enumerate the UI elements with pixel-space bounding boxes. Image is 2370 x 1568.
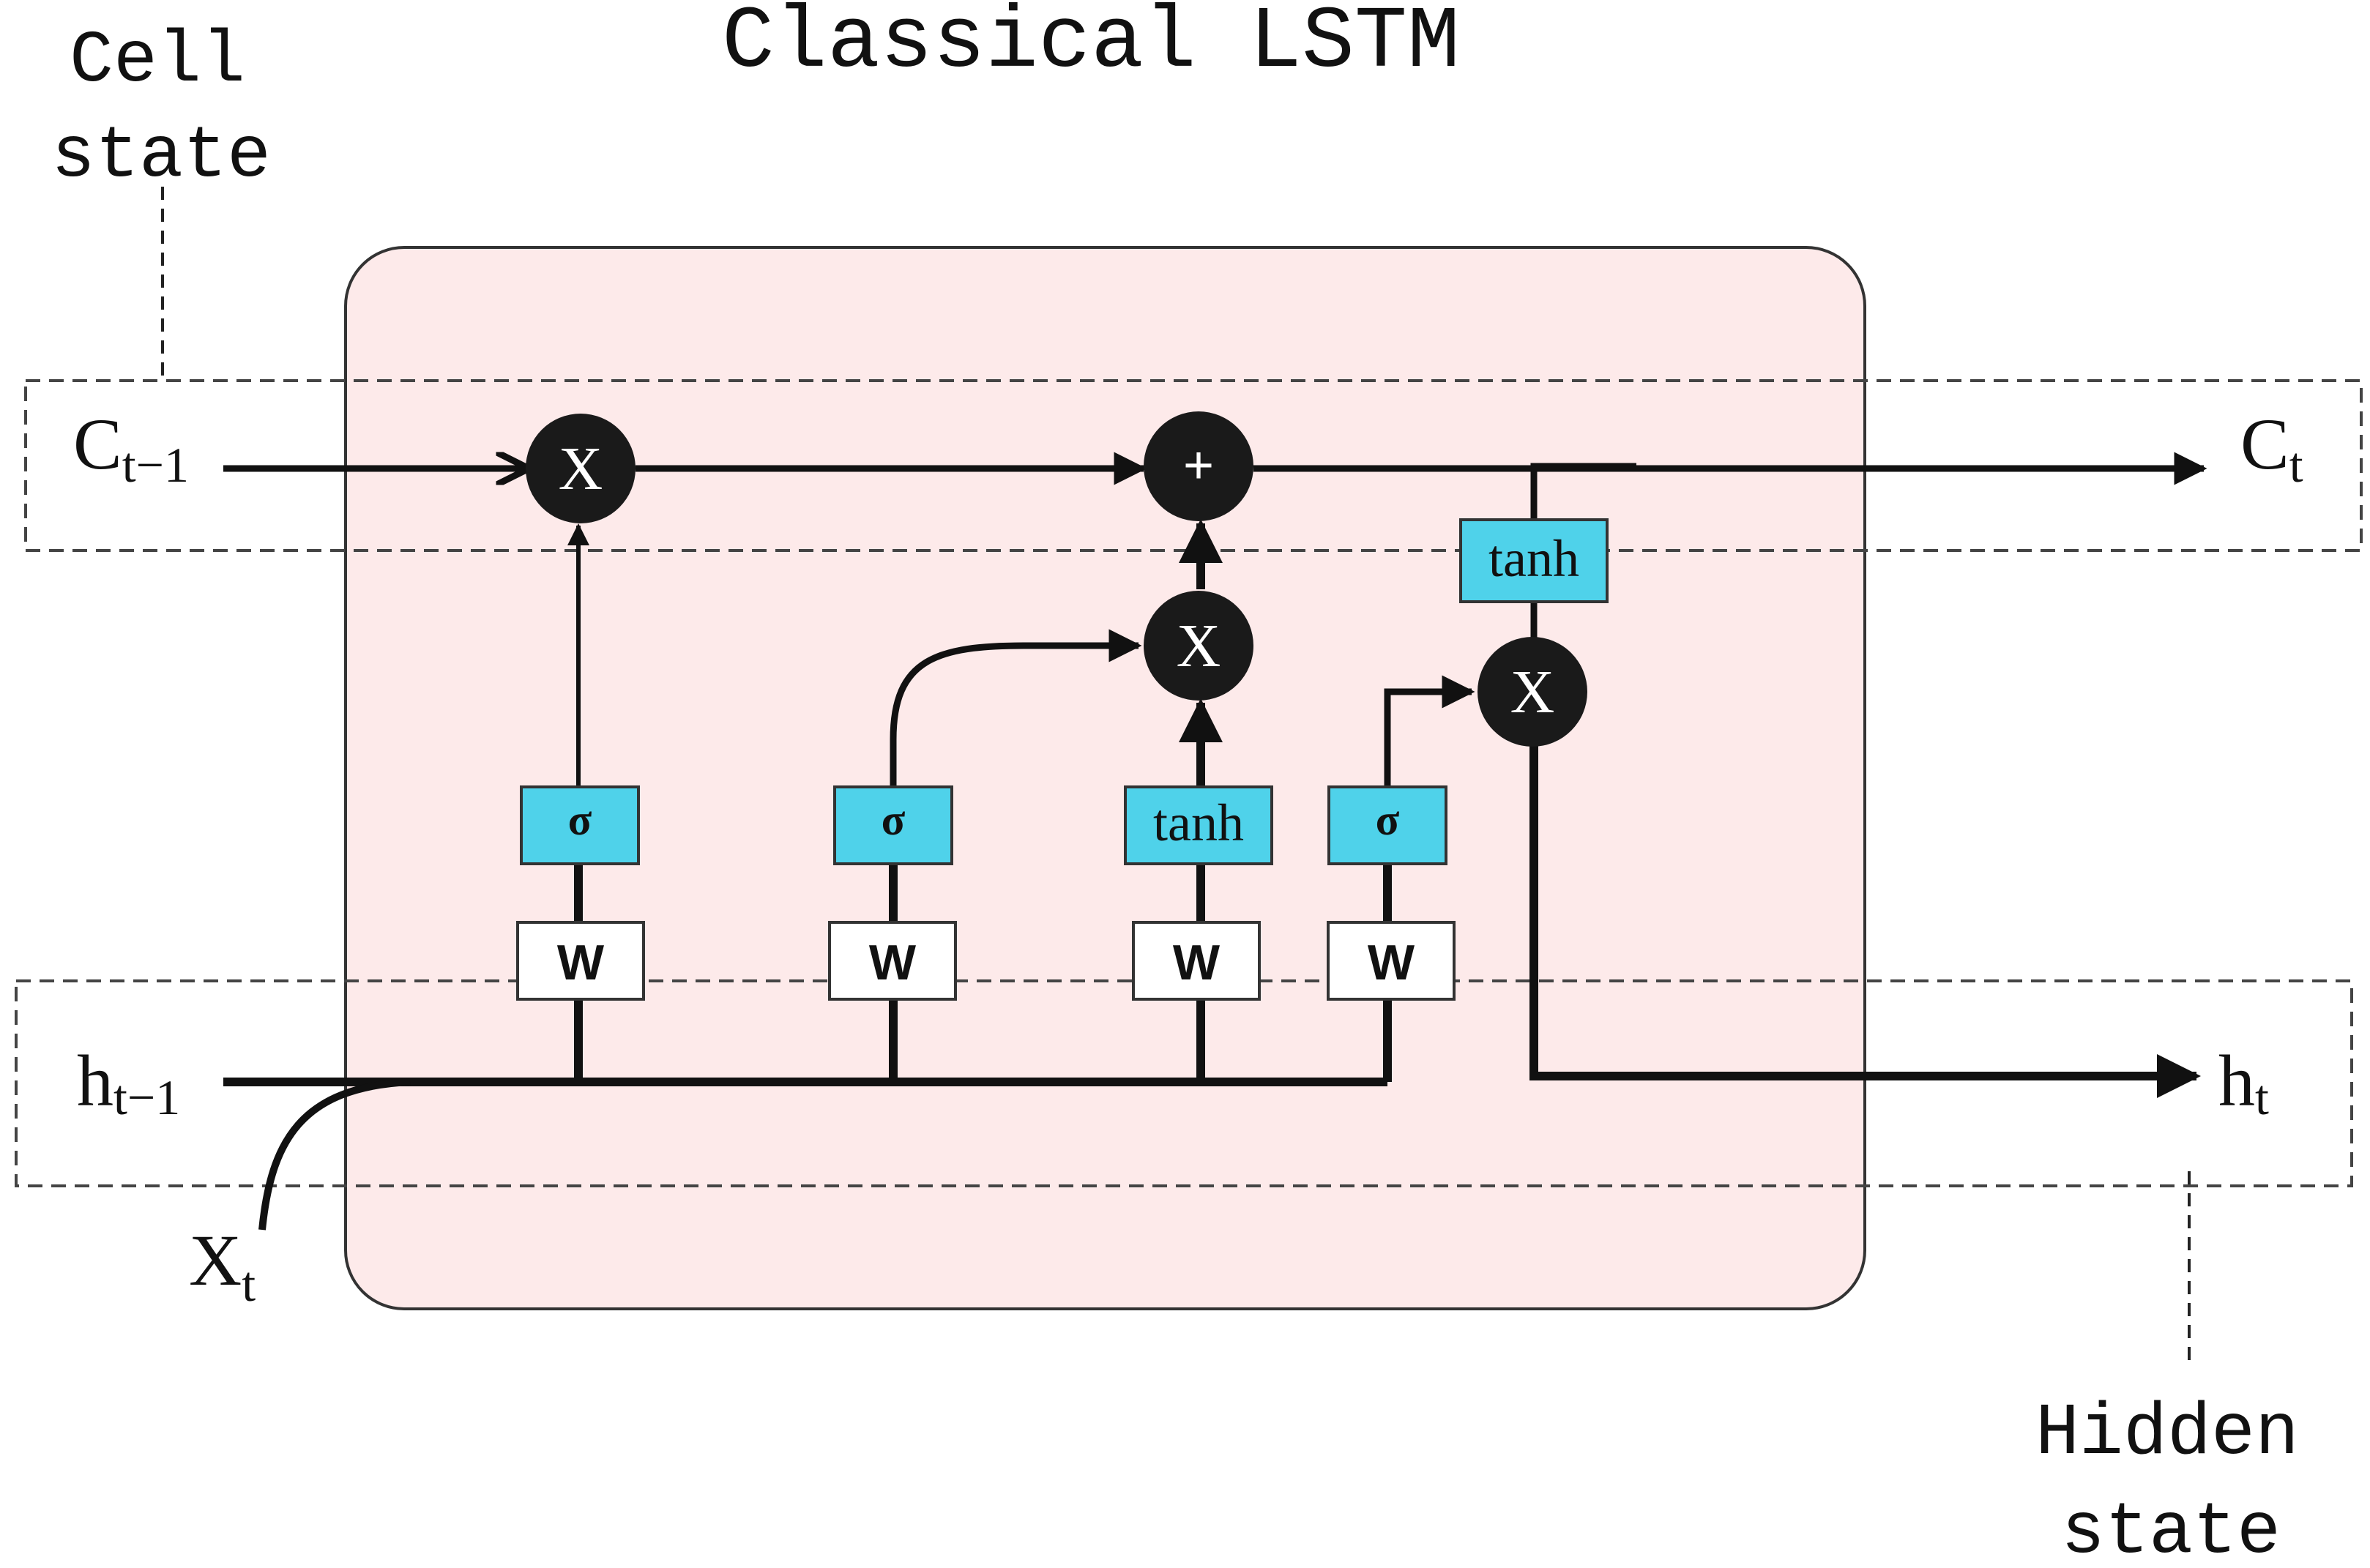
- cell-state-label-line1: Cell: [70, 20, 245, 103]
- input-sigmoid-label: σ: [882, 796, 906, 844]
- output-sigmoid-label: σ: [1376, 796, 1400, 844]
- c-next-sub: t: [2289, 437, 2303, 493]
- output-multiply-symbol: X: [1510, 658, 1555, 726]
- candidate-weight-label: W: [1173, 935, 1221, 990]
- c-next-main: C: [2240, 403, 2289, 485]
- forget-multiply-operator: X: [526, 414, 636, 523]
- hidden-state-label-line1: Hidden: [2035, 1393, 2299, 1476]
- cell-tanh-box: tanh: [1459, 518, 1609, 603]
- candidate-tanh-label: tanh: [1153, 794, 1244, 852]
- candidate-tanh-box: tanh: [1124, 785, 1273, 865]
- cell-to-output-tanh-line: [1530, 463, 1636, 520]
- input-sigmoid-box: σ: [833, 785, 953, 865]
- c-prev-main: C: [73, 403, 122, 485]
- c-next-label: Ct: [2240, 403, 2303, 493]
- cell-state-label-line2: state: [51, 116, 271, 198]
- forget-weight-label: W: [557, 935, 605, 990]
- c-prev-sub: t−1: [122, 437, 189, 493]
- h-next-label: ht: [2218, 1040, 2269, 1125]
- forget-sigmoid-label: σ: [568, 796, 592, 844]
- hidden-state-label: Hidden state: [2035, 1171, 2299, 1568]
- lstm-cell-box: [344, 246, 1866, 1310]
- output-weight-label: W: [1368, 935, 1415, 990]
- x-input-label: Xt: [189, 1220, 256, 1312]
- svg-text:ht: ht: [2218, 1040, 2269, 1125]
- forget-multiply-symbol: X: [559, 435, 603, 503]
- x-input-curve: [258, 1078, 411, 1231]
- x-input-sub: t: [242, 1256, 256, 1312]
- input-sigma-to-multiply-curve: [890, 629, 1142, 787]
- hidden-state-label-line2: state: [2061, 1492, 2281, 1568]
- c-prev-label: Ct−1: [73, 403, 189, 493]
- output-multiply-to-h-next-line: [1529, 743, 2201, 1098]
- candidate-weight-box: W: [1132, 921, 1261, 1001]
- h-next-sub: t: [2255, 1069, 2269, 1125]
- cell-tanh-label: tanh: [1488, 529, 1579, 588]
- forget-sigmoid-box: σ: [520, 785, 640, 865]
- x-input-main: X: [189, 1220, 242, 1301]
- output-weight-box: W: [1327, 921, 1456, 1001]
- svg-text:Ct−1: Ct−1: [73, 403, 189, 493]
- diagram-title: Classical LSTM: [722, 0, 1460, 93]
- h-prev-label: ht−1: [77, 1040, 180, 1125]
- h-prev-main: h: [77, 1040, 113, 1121]
- svg-text:ht−1: ht−1: [77, 1040, 180, 1125]
- forget-weight-box: W: [516, 921, 645, 1001]
- h-prev-sub: t−1: [113, 1069, 180, 1125]
- cell-state-region: [24, 379, 2363, 552]
- cell-add-symbol: +: [1183, 436, 1214, 495]
- h-next-main: h: [2218, 1040, 2255, 1121]
- input-multiply-operator: X: [1144, 591, 1253, 701]
- input-multiply-symbol: X: [1177, 612, 1221, 680]
- svg-text:Ct: Ct: [2240, 403, 2303, 493]
- cell-state-label: Cell state: [51, 20, 271, 377]
- input-weight-label: W: [869, 935, 917, 990]
- input-weight-box: W: [828, 921, 957, 1001]
- output-multiply-operator: X: [1477, 637, 1587, 747]
- hidden-state-region: [15, 979, 2353, 1187]
- cell-add-operator: +: [1144, 411, 1253, 521]
- output-sigmoid-box: σ: [1327, 785, 1447, 865]
- svg-text:Xt: Xt: [189, 1220, 256, 1312]
- output-sigma-to-multiply-line: [1384, 675, 1475, 787]
